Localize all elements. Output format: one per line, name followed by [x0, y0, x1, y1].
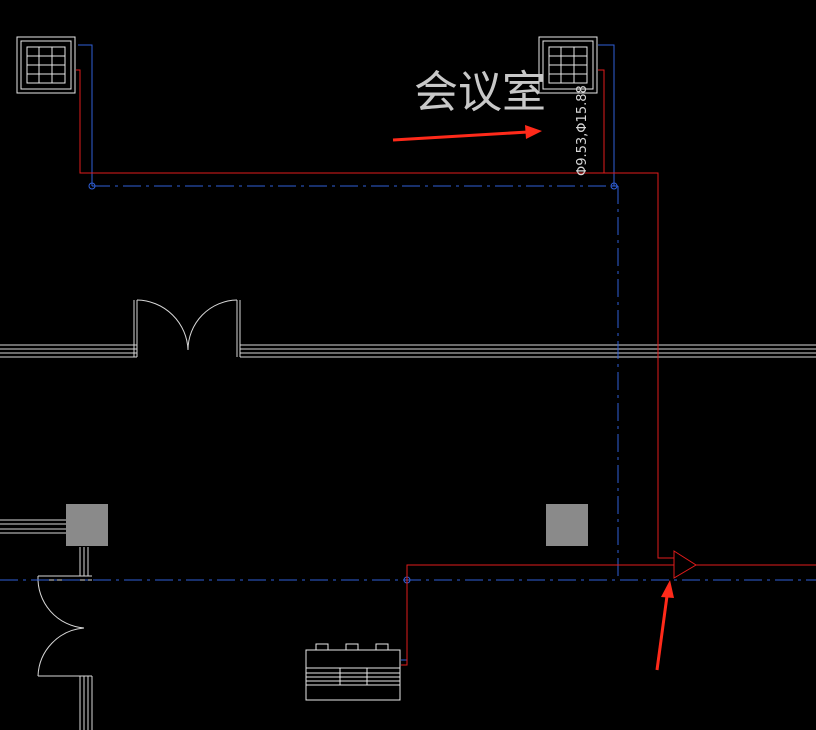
room-name-label: 会议室	[414, 67, 546, 118]
annotation-arrow-icon	[655, 580, 674, 671]
structural-column	[66, 504, 108, 546]
cassette-indoor-unit-icon	[16, 36, 76, 94]
condensate-pipe	[0, 44, 816, 661]
annotation-arrow-icon	[392, 125, 542, 142]
door-swing-icon	[37, 575, 85, 677]
wall-lower-left	[0, 519, 93, 730]
structural-column	[546, 504, 588, 546]
refrigerant-pipe	[76, 69, 816, 666]
cassette-indoor-unit-icon	[538, 36, 598, 94]
pipe-size-label: Φ9.53,Φ15.88	[575, 85, 590, 176]
reducer-fitting-icon	[673, 550, 697, 579]
ducted-indoor-unit-icon	[305, 643, 401, 701]
door-swing-icon	[133, 299, 241, 357]
wall-upper	[0, 344, 816, 358]
